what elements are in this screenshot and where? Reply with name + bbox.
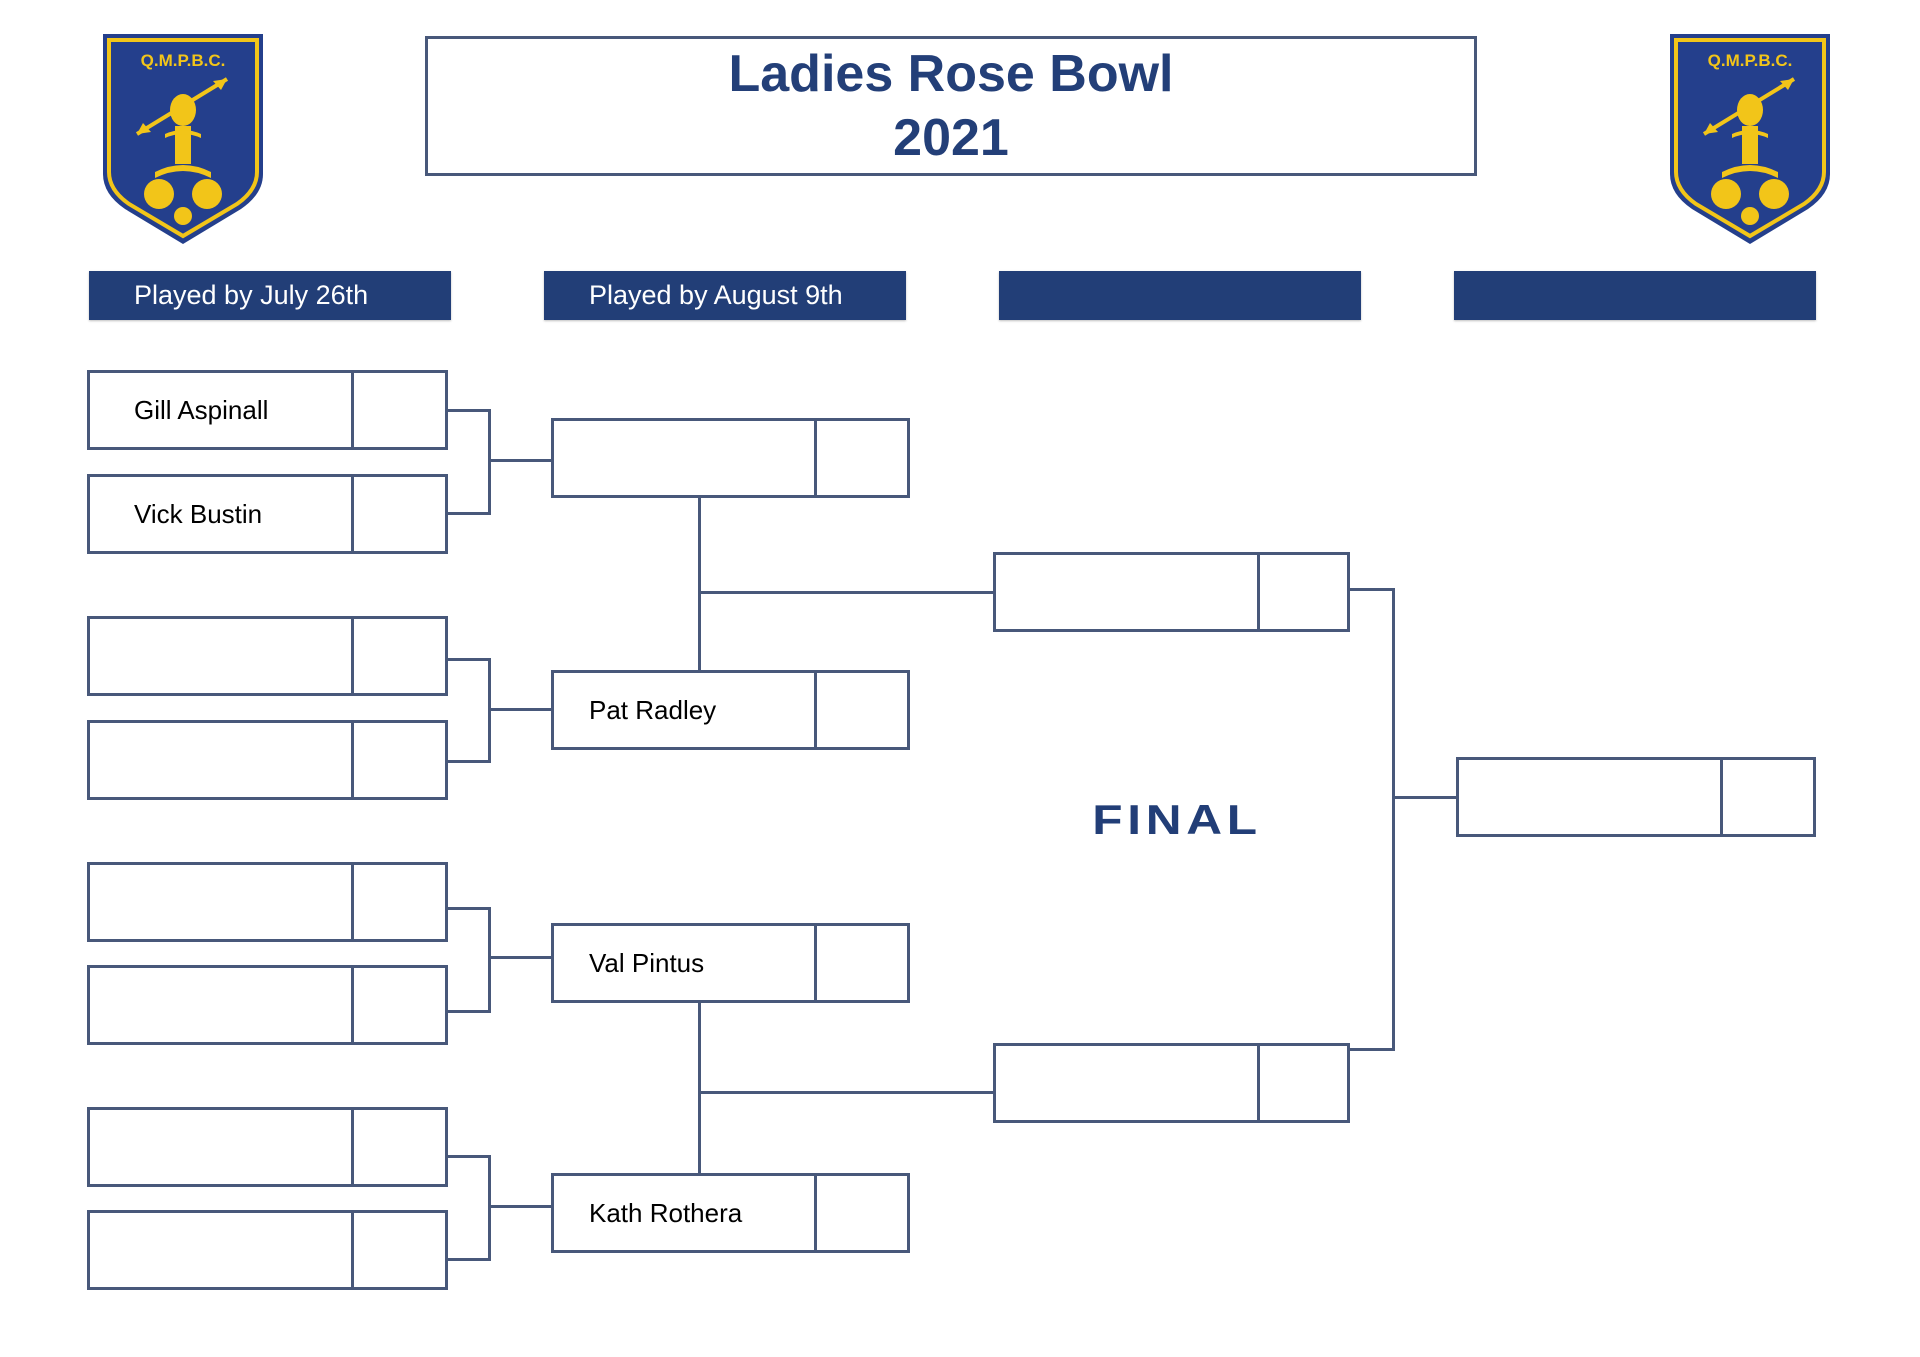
score-cell[interactable] [817,673,907,747]
round2-slot-3[interactable]: Val Pintus [551,923,910,1003]
connector [448,1258,491,1261]
crest-text: Q.M.P.B.C. [141,51,226,70]
semifinal-header [999,271,1361,320]
score-cell[interactable] [354,619,445,693]
round1-slot-6[interactable] [87,965,448,1045]
connector [488,956,551,959]
connector [1392,588,1395,1051]
round2-slot-4[interactable]: Kath Rothera [551,1173,910,1253]
score-cell[interactable] [354,1110,445,1184]
round1-slot-4[interactable] [87,720,448,800]
title-line-2: 2021 [893,109,1009,167]
crest-text: Q.M.P.B.C. [1708,51,1793,70]
connector [698,1091,993,1094]
connector [448,1010,491,1013]
final-label: FINAL [1092,796,1262,843]
player-name[interactable]: Pat Radley [554,673,817,747]
round1-slot-3[interactable] [87,616,448,696]
player-name[interactable] [90,1110,354,1184]
connector [488,708,551,711]
score-cell[interactable] [1260,1046,1347,1120]
title-box: Ladies Rose Bowl 2021 [425,36,1477,176]
score-cell[interactable] [1723,760,1813,834]
player-name[interactable] [1459,760,1723,834]
semifinal-slot-2[interactable] [993,1043,1350,1123]
round1-slot-5[interactable] [87,862,448,942]
connector [448,1155,491,1158]
score-cell[interactable] [354,1213,445,1287]
club-crest-right: Q.M.P.B.C. [1670,34,1830,244]
semifinal-slot-1[interactable] [993,552,1350,632]
score-cell[interactable] [354,373,445,447]
title-line-1: Ladies Rose Bowl [728,45,1174,103]
final-header [1454,271,1816,320]
player-name[interactable] [90,723,354,797]
score-cell[interactable] [817,926,907,1000]
player-name[interactable] [554,421,817,495]
score-cell[interactable] [1260,555,1347,629]
connector [488,459,551,462]
player-name[interactable] [996,1046,1260,1120]
club-crest-left: Q.M.P.B.C. [103,34,263,244]
connector [448,658,491,661]
round1-slot-1[interactable]: Gill Aspinall [87,370,448,450]
connector [488,1155,491,1261]
connector [1392,796,1456,799]
round2-slot-2[interactable]: Pat Radley [551,670,910,750]
connector [698,498,701,670]
connector [448,512,491,515]
player-name[interactable]: Kath Rothera [554,1176,817,1250]
round1-slot-2[interactable]: Vick Bustin [87,474,448,554]
round2-slot-1[interactable] [551,418,910,498]
connector [448,760,491,763]
player-name[interactable] [90,865,354,939]
round2-header: Played by August 9th [544,271,906,320]
connector [448,409,491,412]
score-cell[interactable] [354,968,445,1042]
round1-header: Played by July 26th [89,271,451,320]
winner-slot[interactable] [1456,757,1816,837]
connector [488,409,491,515]
score-cell[interactable] [817,1176,907,1250]
score-cell[interactable] [354,723,445,797]
connector [488,1205,551,1208]
round1-slot-7[interactable] [87,1107,448,1187]
connector [1350,1048,1395,1051]
connector [488,907,491,1013]
player-name[interactable] [90,619,354,693]
score-cell[interactable] [817,421,907,495]
player-name[interactable]: Vick Bustin [90,477,354,551]
score-cell[interactable] [354,865,445,939]
player-name[interactable] [996,555,1260,629]
connector [698,591,993,594]
player-name[interactable] [90,968,354,1042]
connector [698,1003,701,1173]
player-name[interactable]: Gill Aspinall [90,373,354,447]
player-name[interactable]: Val Pintus [554,926,817,1000]
player-name[interactable] [90,1213,354,1287]
score-cell[interactable] [354,477,445,551]
connector [1350,588,1395,591]
connector [448,907,491,910]
round1-slot-8[interactable] [87,1210,448,1290]
